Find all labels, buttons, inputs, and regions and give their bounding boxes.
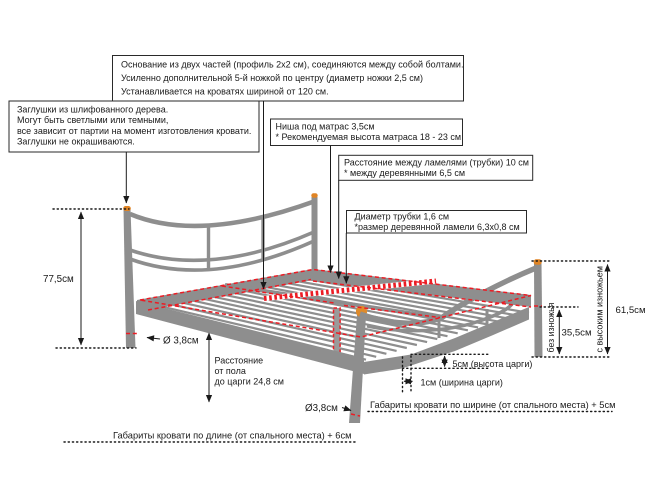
svg-text:5см (высота царги): 5см (высота царги)	[453, 359, 533, 369]
svg-text:с высоким изножьем: с высоким изножьем	[595, 266, 605, 352]
svg-text:Заглушки из шлифованного дерев: Заглушки из шлифованного дерева.	[17, 105, 168, 115]
svg-text:Заглушки не окрашиваются.: Заглушки не окрашиваются.	[17, 137, 135, 147]
svg-text:Основание из двух частей (проф: Основание из двух частей (профиль 2х2 см…	[121, 60, 463, 70]
svg-text:все зависит от партии на момен: все зависит от партии на момент изготовл…	[17, 126, 251, 136]
svg-text:Усиленно дополнительной 5-й но: Усиленно дополнительной 5-й ножкой по це…	[121, 73, 423, 83]
svg-text:Расстояние: Расстояние	[215, 356, 264, 366]
svg-text:до царги 24,8 см: до царги 24,8 см	[215, 377, 284, 387]
svg-text:Ø 3,8см: Ø 3,8см	[163, 336, 199, 347]
svg-text:* Рекомендуемая высота матраса: * Рекомендуемая высота матраса 18 - 23 с…	[276, 132, 462, 142]
svg-text:от пола: от пола	[215, 366, 246, 376]
svg-text:Габариты кровати по ширине (от: Габариты кровати по ширине (от спального…	[370, 400, 616, 410]
svg-text:35,5см: 35,5см	[562, 328, 592, 339]
svg-text:Устанавливается на кроватях ши: Устанавливается на кроватях шириной от 1…	[121, 87, 329, 97]
svg-text:1см (ширина царги): 1см (ширина царги)	[421, 378, 503, 388]
svg-text:без изножья: без изножья	[546, 302, 556, 352]
svg-text:Ø3,8см: Ø3,8см	[305, 403, 338, 414]
svg-text:Диаметр трубки 1,6 см: Диаметр трубки 1,6 см	[355, 212, 450, 222]
svg-text:Ниша под матрас 3,5см: Ниша под матрас 3,5см	[276, 122, 375, 132]
svg-text:Расстояние между ламелями (тру: Расстояние между ламелями (трубки) 10 см	[344, 158, 529, 168]
svg-text:77,5см: 77,5см	[43, 274, 74, 285]
svg-text:* между деревянными 6,5 см: * между деревянными 6,5 см	[344, 168, 465, 178]
svg-text:Могут быть светлыми или темным: Могут быть светлыми или темными,	[17, 115, 168, 125]
svg-text:Габариты кровати по длине (от: Габариты кровати по длине (от спального …	[113, 431, 352, 441]
svg-text:61,5см: 61,5см	[616, 305, 646, 316]
svg-text:*размер деревянной ламели 6,3х: *размер деревянной ламели 6,3х0,8 см	[355, 222, 520, 232]
